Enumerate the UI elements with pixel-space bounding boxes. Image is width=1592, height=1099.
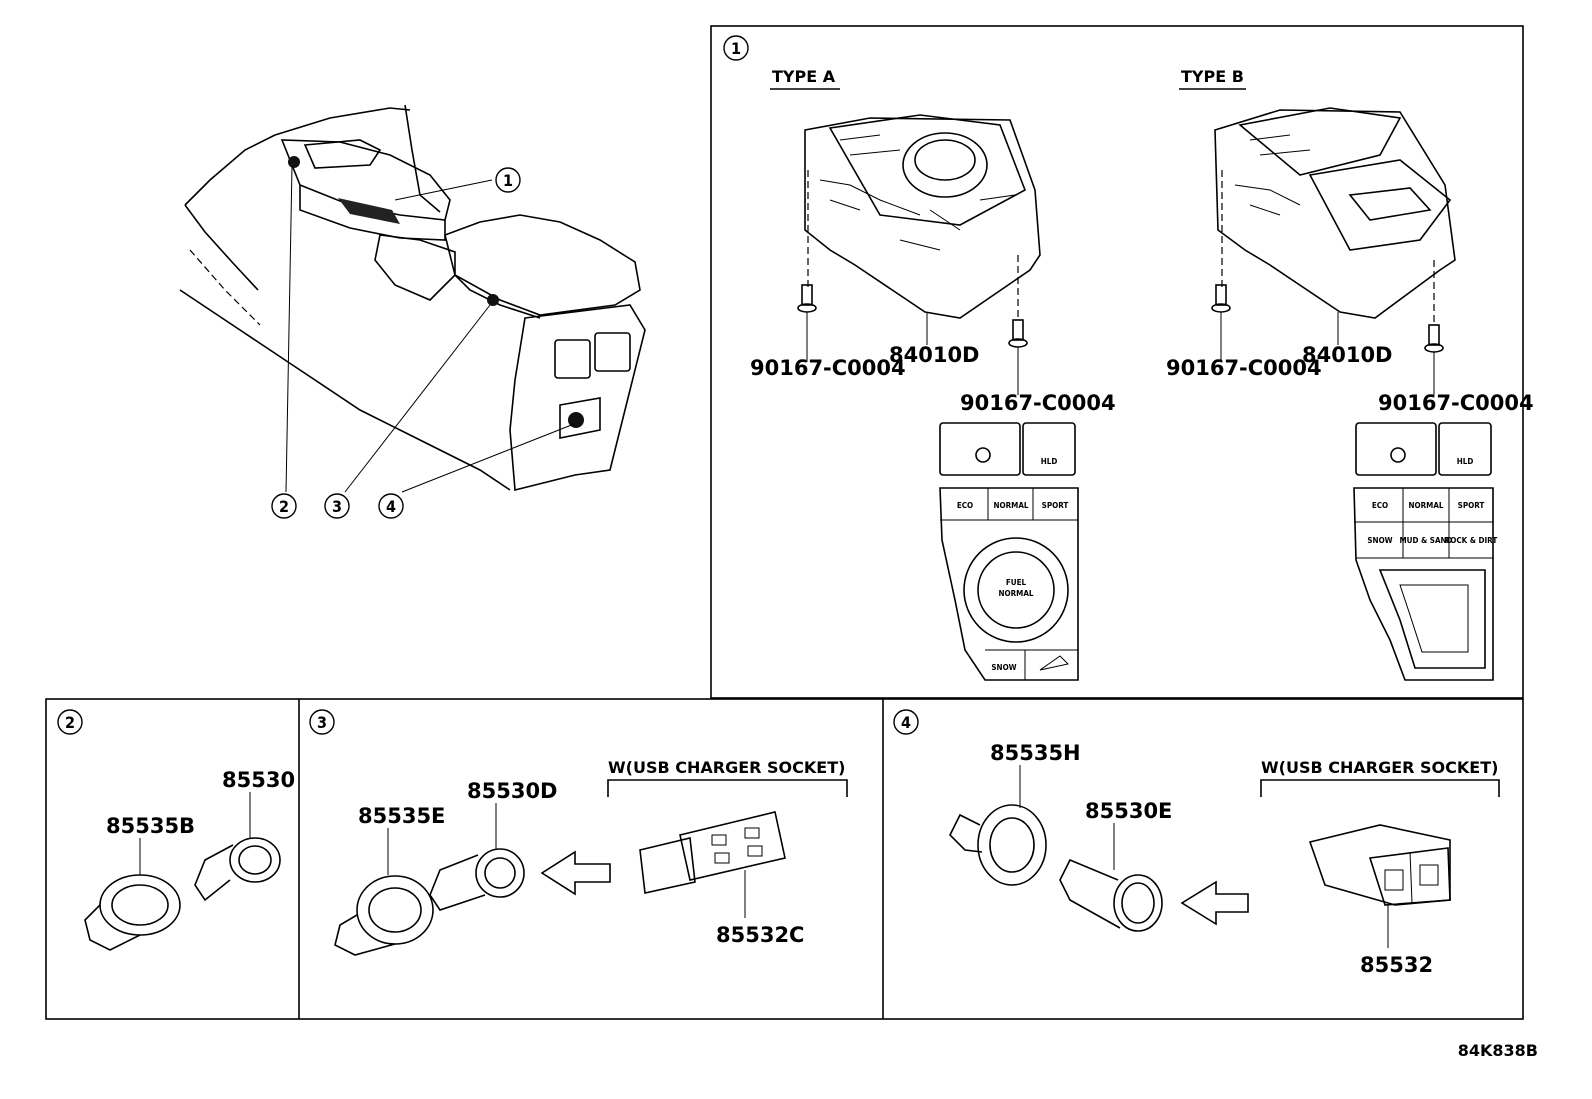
panel4-option-bracket: [1260, 779, 1500, 797]
type-b-switch-part: 84010D: [1302, 343, 1393, 367]
panel3-part-85535e: 85535E: [358, 804, 445, 828]
type-b-btn-sport: SPORT: [1458, 501, 1485, 510]
panel2-part-85530: 85530: [222, 768, 295, 792]
type-b-screw-right-part: 90167-C0004: [1378, 391, 1534, 415]
type-a-screw-left: [797, 284, 817, 362]
panel3-option-bracket: [607, 779, 848, 797]
type-a-header: TYPE A: [772, 67, 836, 86]
cigarette-socket-85530: [194, 837, 281, 902]
socket-housing-85535h: [949, 804, 1047, 886]
type-b-btn-eco: ECO: [1372, 501, 1388, 510]
usb-charger-85532c: [639, 811, 786, 894]
panel2-callout: 2: [65, 713, 75, 732]
type-b-screw-right: [1424, 324, 1444, 395]
cigarette-socket-85530e: [1059, 858, 1163, 932]
panel4-option-header: W(USB CHARGER SOCKET): [1261, 758, 1498, 777]
type-b-screw-left: [1211, 284, 1231, 362]
type-b-switch-assembly: [1214, 107, 1456, 325]
panel1-callout: 1: [731, 39, 741, 58]
panel3-callout: 3: [317, 713, 327, 732]
type-a-btn-sport: SPORT: [1042, 501, 1069, 510]
panel2-part-85535b: 85535B: [106, 814, 195, 838]
panel4-callout: 4: [901, 713, 911, 732]
type-a-switch-assembly: [804, 114, 1041, 320]
usb-charger-85532: [1308, 824, 1451, 906]
panel-2: 2 85535B 85530: [57, 709, 295, 951]
type-b-hld-label: HLD: [1457, 457, 1474, 466]
type-a-dial-normal: NORMAL: [998, 589, 1033, 598]
type-a-screw-left-part: 90167-C0004: [750, 356, 906, 380]
type-a-hld-label: HLD: [1041, 457, 1058, 466]
cigarette-socket-85530d: [429, 848, 525, 911]
overview-callout-2: 2: [279, 497, 289, 516]
panel3-part-85532c: 85532C: [716, 923, 804, 947]
panel4-part-85532: 85532: [1360, 953, 1433, 977]
type-a-switch-face: HLD ECO NORMAL SPORT FUEL NORMAL SNOW: [939, 422, 1079, 681]
socket-housing-85535e: [334, 875, 434, 956]
type-b-header: TYPE B: [1181, 67, 1244, 86]
type-a-screw-right-part: 90167-C0004: [960, 391, 1116, 415]
panel4-arrow: [1180, 880, 1249, 926]
panel3-arrow: [540, 850, 611, 896]
panel-1: 1 TYPE A 90167-C0004 84010D 90167-C: [710, 25, 1534, 699]
type-b-btn-snow: SNOW: [1367, 536, 1392, 545]
type-a-btn-normal: NORMAL: [993, 501, 1028, 510]
console-overview: 1 2 3 4: [179, 104, 646, 519]
bottom-panels-frame: [45, 698, 1524, 1020]
type-b-btn-rock-dirt: ROCK & DIRT: [1445, 536, 1498, 545]
type-b-btn-normal: NORMAL: [1408, 501, 1443, 510]
figure-code: 84K838B: [1458, 1041, 1538, 1060]
type-b-switch-face: HLD ECO NORMAL SPORT SNOW MUD & SAND ROC…: [1353, 422, 1498, 681]
type-a-btn-eco: ECO: [957, 501, 973, 510]
panel-4: 4 85535H 85530E W(USB CHARGER SOCKET) 85…: [893, 709, 1500, 977]
panel-3: 3 85535E 85530D W(USB CHARGER SOCKET) 85…: [309, 709, 848, 956]
panel4-part-85535h: 85535H: [990, 741, 1081, 765]
type-b-btn-mud-sand: MUD & SAND: [1399, 536, 1452, 545]
type-a-btn-snow: SNOW: [991, 663, 1016, 672]
panel3-option-header: W(USB CHARGER SOCKET): [608, 758, 845, 777]
overview-callout-1: 1: [503, 171, 513, 190]
panel3-part-85530d: 85530D: [467, 779, 558, 803]
overview-callout-3: 3: [332, 497, 342, 516]
type-a-screw-right: [1008, 319, 1028, 395]
type-a-dial-fuel: FUEL: [1006, 578, 1027, 587]
overview-callout-4: 4: [386, 497, 396, 516]
panel4-part-85530e: 85530E: [1085, 799, 1172, 823]
type-a-switch-part: 84010D: [889, 343, 980, 367]
type-b-screw-left-part: 90167-C0004: [1166, 356, 1322, 380]
